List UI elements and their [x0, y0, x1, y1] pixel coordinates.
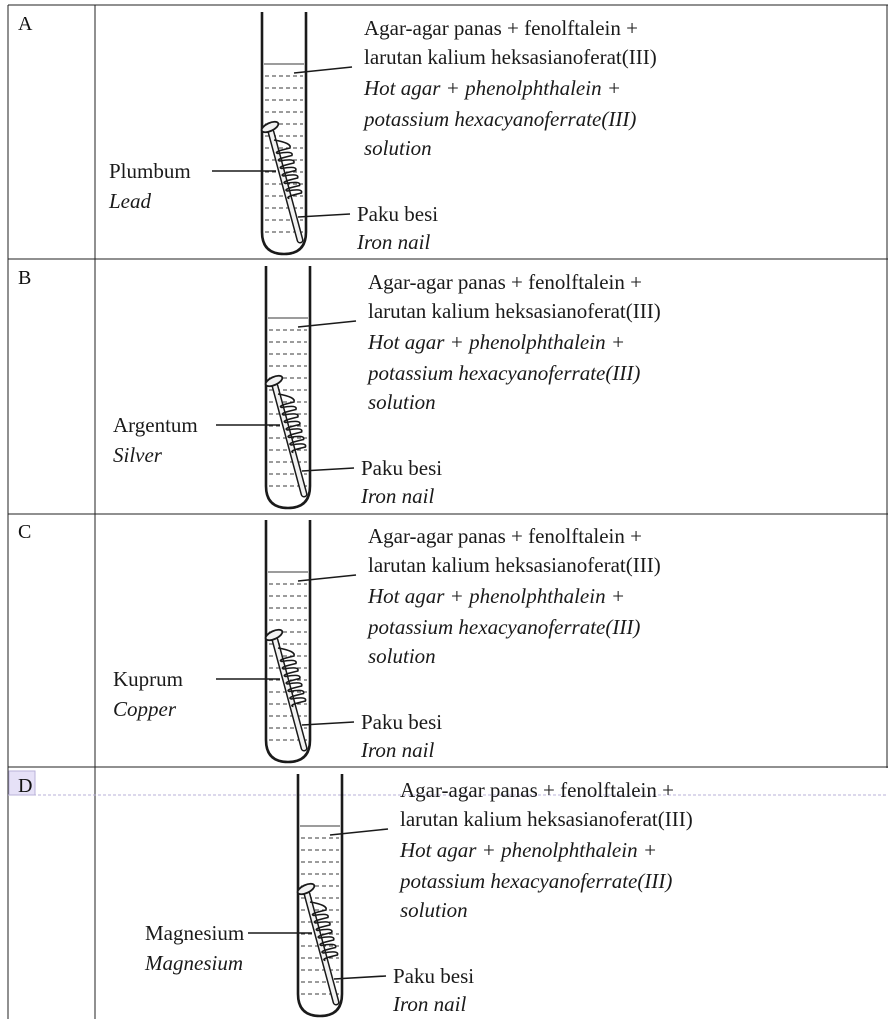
test-tube-outline: [260, 12, 308, 256]
medium-label-malay-line2: larutan kalium heksasianoferat(III): [364, 45, 657, 69]
test-tube-diagram: [264, 520, 312, 764]
medium-label-english-line2: potassium hexacyanoferrate(III): [398, 869, 672, 893]
metal-name-english: Silver: [113, 443, 163, 467]
medium-label-malay-line1: Agar-agar panas + fenolftalein +: [400, 778, 674, 802]
metal-name-english: Lead: [108, 189, 152, 213]
agar-medium: [269, 583, 307, 741]
nail-leader-line: [297, 213, 351, 218]
medium-label-malay-line2: larutan kalium heksasianoferat(III): [368, 553, 661, 577]
nail-label-malay: Paku besi: [361, 456, 442, 480]
test-tube-outline: [264, 520, 312, 764]
metal-coil-icon: [273, 139, 303, 200]
medium-label-english-line3: solution: [368, 390, 436, 414]
medium-label-english-line3: solution: [400, 898, 468, 922]
agar-medium: [269, 329, 307, 487]
medium-label-malay-line2: larutan kalium heksasianoferat(III): [400, 807, 693, 831]
option-letter: B: [18, 267, 31, 289]
nail-label-english: Iron nail: [360, 484, 434, 508]
test-tube-diagram: [260, 12, 308, 256]
nail-leader-line: [301, 467, 355, 472]
metal-name-malay: Kuprum: [113, 667, 183, 691]
nail-head: [296, 882, 316, 896]
test-tube-outline: [264, 266, 312, 510]
test-tube-outline: [296, 774, 344, 1018]
option-letter: A: [18, 13, 33, 35]
medium-label-english-line3: solution: [364, 136, 432, 160]
medium-label-english-line3: solution: [368, 644, 436, 668]
medium-label-english-line2: potassium hexacyanoferrate(III): [366, 615, 640, 639]
medium-label-english-line1: Hot agar + phenolphthalein +: [399, 838, 657, 862]
medium-label-english-line2: potassium hexacyanoferrate(III): [366, 361, 640, 385]
metal-coil-icon: [309, 901, 339, 962]
table-grid: [7, 4, 888, 1019]
nail-label-english: Iron nail: [360, 738, 434, 762]
metal-name-english: Copper: [113, 697, 177, 721]
nail-label-malay: Paku besi: [357, 202, 438, 226]
metal-name-english: Magnesium: [144, 951, 243, 975]
metal-name-malay: Magnesium: [145, 921, 244, 945]
option-letter: D: [18, 775, 32, 797]
test-tube-diagram: [296, 774, 344, 1018]
option-d-highlight: [8, 770, 36, 796]
medium-label-malay-line2: larutan kalium heksasianoferat(III): [368, 299, 661, 323]
nail-label-english: Iron nail: [392, 992, 466, 1016]
agar-medium: [301, 837, 339, 995]
nail-head: [264, 374, 284, 388]
medium-label-english-line1: Hot agar + phenolphthalein +: [363, 76, 621, 100]
nail-head: [260, 120, 280, 134]
medium-label-malay-line1: Agar-agar panas + fenolftalein +: [368, 270, 642, 294]
medium-leader-line: [293, 66, 353, 74]
option-letter: C: [18, 521, 31, 543]
medium-label-malay-line1: Agar-agar panas + fenolftalein +: [368, 524, 642, 548]
medium-label-english-line1: Hot agar + phenolphthalein +: [367, 584, 625, 608]
nail-label-malay: Paku besi: [393, 964, 474, 988]
medium-label-malay-line1: Agar-agar panas + fenolftalein +: [364, 16, 638, 40]
medium-label-english-line1: Hot agar + phenolphthalein +: [367, 330, 625, 354]
test-tube-diagram: [264, 266, 312, 510]
metal-name-malay: Plumbum: [109, 159, 191, 183]
agar-medium: [265, 75, 303, 233]
metal-coil-icon: [277, 393, 307, 454]
nail-head: [264, 628, 284, 642]
metal-name-malay: Argentum: [113, 413, 198, 437]
metal-coil-icon: [277, 647, 307, 708]
medium-leader-line: [297, 320, 357, 328]
nail-label-english: Iron nail: [356, 230, 430, 254]
medium-leader-line: [297, 574, 357, 582]
nail-leader-line: [301, 721, 355, 726]
nail-leader-line: [333, 975, 387, 980]
medium-label-english-line2: potassium hexacyanoferrate(III): [362, 107, 636, 131]
medium-leader-line: [329, 828, 389, 836]
nail-label-malay: Paku besi: [361, 710, 442, 734]
